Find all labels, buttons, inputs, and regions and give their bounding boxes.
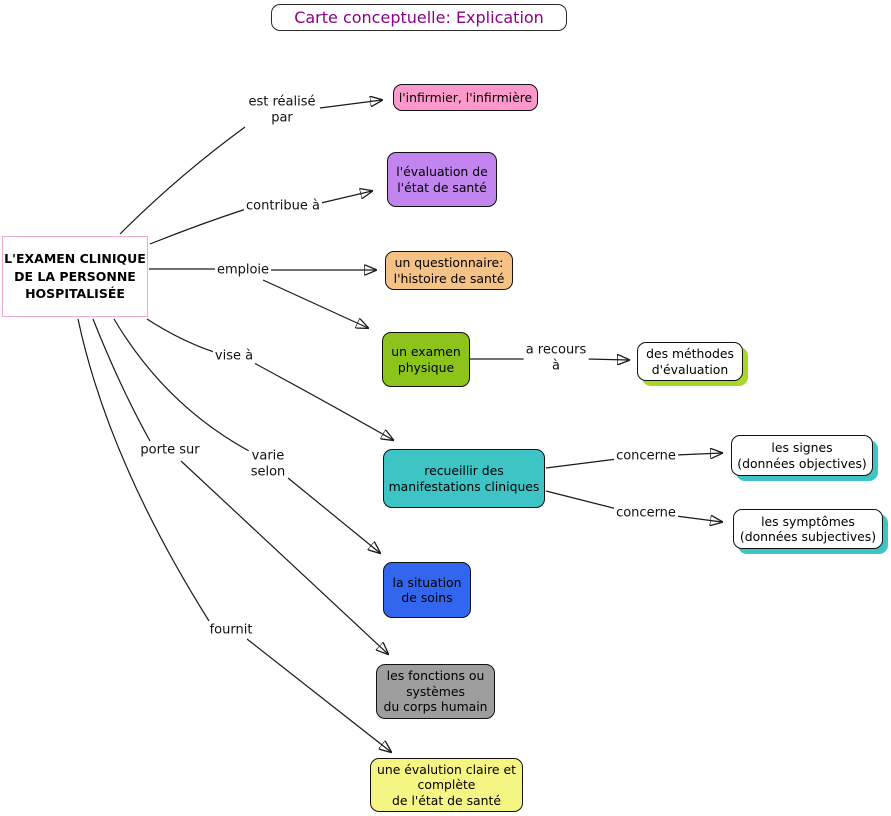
edge-label-text: est réalisé	[248, 94, 316, 110]
edge-label-text: contribue à	[246, 198, 320, 214]
edge-label-est-realise-par[interactable]: est réalisé par	[246, 94, 318, 126]
edge-label-text: a recours	[525, 342, 587, 358]
edge-vise-arrow	[253, 362, 393, 440]
edge-concerne1-arrow	[675, 453, 722, 455]
node-text: l'état de santé	[397, 179, 487, 195]
node-questionnaire[interactable]: un questionnaire: l'histoire de santé	[385, 251, 513, 290]
edge-label-text: concerne	[616, 448, 676, 464]
node-evalution-claire[interactable]: une évalution claire et complète de l'ét…	[370, 758, 523, 812]
edge-fournit-arrow	[246, 638, 391, 752]
edge-label-fournit[interactable]: fournit	[207, 622, 255, 638]
node-text: les fonctions ou	[386, 668, 485, 684]
node-evaluation-etat-sante[interactable]: l'évaluation de l'état de santé	[387, 152, 497, 207]
node-text: de l'état de santé	[392, 792, 501, 808]
edge-label-text: fournit	[209, 622, 253, 638]
edge-label-text: emploie	[216, 262, 270, 278]
node-text: des méthodes	[646, 346, 734, 361]
edge-label-vise-a[interactable]: vise à	[212, 348, 256, 364]
node-text: la situation	[392, 574, 462, 590]
edge-recours-arrow	[586, 359, 629, 360]
edge-concerne2-arrow	[675, 516, 722, 522]
edge-varie-arrow	[287, 477, 380, 553]
node-text: physique	[397, 359, 455, 375]
edge-label-concerne-symptomes[interactable]: concerne	[614, 505, 678, 521]
edge-label-a-recours-a[interactable]: a recours à	[523, 342, 589, 374]
edge-label-text: vise à	[214, 348, 254, 364]
node-text: (données subjectives)	[739, 529, 877, 544]
map-title-text: Carte conceptuelle: Explication	[294, 8, 544, 27]
node-symptomes[interactable]: les symptômes (données subjectives)	[733, 509, 883, 549]
node-fonctions-systemes[interactable]: les fonctions ou systèmes du corps humai…	[376, 664, 495, 719]
edge-concerne2-line	[545, 490, 618, 510]
edge-label-text: selon	[250, 464, 286, 479]
edge-est-realise-line	[119, 126, 246, 235]
node-text: systèmes	[406, 683, 465, 699]
edge-vise-line	[146, 318, 215, 353]
node-methodes-evaluation[interactable]: des méthodes d'évaluation	[637, 342, 743, 381]
node-text: de soins	[401, 590, 453, 605]
edge-varie-line	[113, 318, 250, 452]
node-text: une évalution claire et	[377, 761, 516, 777]
main-node-line: L'EXAMEN CLINIQUE	[4, 251, 146, 267]
edge-contribue-arrow	[320, 191, 372, 204]
main-node-line: HOSPITALISÉE	[25, 286, 125, 302]
node-text: les signes	[771, 440, 833, 455]
node-text: les symptômes	[761, 513, 855, 529]
node-text: l'évaluation de	[396, 164, 488, 179]
edge-label-porte-sur[interactable]: porte sur	[138, 442, 202, 458]
edge-label-concerne-signes[interactable]: concerne	[614, 448, 678, 464]
edge-label-contribue-a[interactable]: contribue à	[244, 198, 322, 214]
edge-label-text: varie	[251, 448, 285, 464]
edge-porte-line	[92, 318, 151, 442]
edge-label-text: par	[271, 110, 293, 125]
edge-contribue-line	[149, 208, 247, 245]
edge-est-realise-arrow	[319, 100, 382, 109]
node-text: recueillir des	[424, 463, 504, 478]
node-text: du corps humain	[383, 699, 488, 715]
node-infirmier[interactable]: l'infirmier, l'infirmière	[393, 84, 538, 111]
node-manifestations-cliniques[interactable]: recueillir des manifestations cliniques	[383, 449, 545, 508]
edge-label-text: porte sur	[140, 442, 200, 458]
node-text: l'infirmier, l'infirmière	[398, 89, 533, 105]
edge-label-text: concerne	[616, 505, 676, 521]
node-text: un questionnaire:	[394, 255, 504, 270]
node-examen-physique[interactable]: un examen physique	[382, 332, 470, 387]
node-text: manifestations cliniques	[388, 478, 540, 494]
node-text: complète	[417, 777, 476, 793]
edge-concerne1-line	[545, 458, 618, 469]
main-node-line: DE LA PERSONNE	[14, 268, 136, 284]
edge-emploie-examen-arrow	[262, 279, 368, 328]
edge-label-text: à	[552, 358, 560, 373]
node-signes[interactable]: les signes (données objectives)	[731, 435, 873, 476]
node-text: (données objectives)	[737, 455, 867, 471]
edge-label-varie-selon[interactable]: varie selon	[248, 448, 288, 480]
node-text: d'évaluation	[651, 361, 729, 377]
edge-label-emploie[interactable]: emploie	[214, 262, 272, 278]
node-situation-de-soins[interactable]: la situation de soins	[383, 562, 471, 618]
edge-porte-arrow	[180, 460, 388, 654]
node-examen-clinique[interactable]: L'EXAMEN CLINIQUE DE LA PERSONNE HOSPITA…	[2, 236, 148, 317]
map-title[interactable]: Carte conceptuelle: Explication	[271, 4, 567, 31]
edge-fournit-line	[77, 318, 210, 622]
node-text: un examen	[391, 344, 461, 359]
node-text: l'histoire de santé	[393, 270, 505, 286]
